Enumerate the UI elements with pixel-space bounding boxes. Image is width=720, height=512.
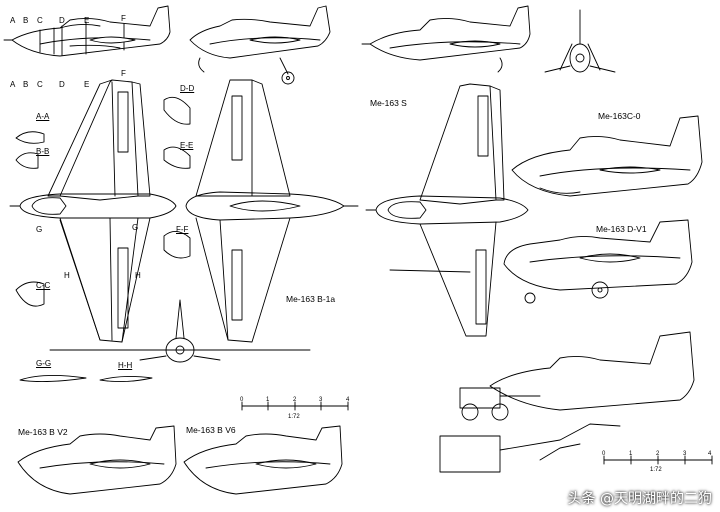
cut-h-left: H: [64, 271, 70, 280]
station-c-row2: C: [37, 80, 43, 89]
scale-left-ratio: 1:72: [288, 414, 300, 420]
station-e-row2: E: [84, 80, 90, 89]
scale-bar-left: [241, 401, 349, 411]
side-view-bv2: [17, 425, 177, 495]
station-b-top: B: [23, 16, 29, 25]
scale-bar-right: [603, 455, 713, 465]
front-view-b1a: [49, 299, 311, 363]
scale-left-tick-2: 2: [293, 397, 297, 403]
cut-g-right: G: [132, 223, 139, 232]
scale-right-ratio: 1:72: [650, 467, 662, 473]
watermark: 头条 @天明湖畔的二狗: [567, 491, 712, 507]
section-ff-label: F-F: [176, 225, 189, 234]
station-a-row2: A: [10, 80, 16, 89]
side-view-dolly: [189, 5, 331, 85]
plan-view-s: [365, 83, 529, 337]
cut-g-left: G: [36, 225, 43, 234]
scale-left-tick-3: 3: [319, 397, 323, 403]
side-view-dv1: [503, 219, 693, 304]
side-view-s: [361, 5, 531, 73]
front-view: [544, 9, 616, 73]
plan-view-right: [185, 79, 359, 343]
station-c-top: C: [37, 16, 43, 25]
section-cc-label: C-C: [36, 281, 51, 290]
station-a-top: A: [10, 16, 16, 25]
section-bb-label: B-B: [36, 147, 50, 156]
scale-right-tick-2: 2: [656, 451, 660, 457]
scale-left-tick-0: 0: [240, 397, 244, 403]
plan-view-left: [9, 79, 177, 343]
station-f-row2: F: [121, 69, 126, 78]
section-gg-label: G-G: [36, 359, 52, 368]
airfoil-sections: [15, 96, 191, 383]
section-dd-label: D-D: [180, 84, 195, 93]
variant-c0-label: Me-163C-0: [598, 111, 641, 121]
section-hh-label: H-H: [118, 361, 133, 370]
scale-left-tick-1: 1: [266, 397, 270, 403]
variant-dv1-label: Me-163 D-V1: [596, 224, 647, 234]
scale-right-tick-0: 0: [602, 451, 606, 457]
station-d-top: D: [59, 16, 65, 25]
side-view-c0: [511, 115, 703, 197]
section-ee-label: E-E: [180, 141, 194, 150]
cut-h-right: H: [135, 271, 141, 280]
scale-right-tick-3: 3: [683, 451, 687, 457]
variant-bv2-label: Me-163 B V2: [18, 427, 68, 437]
scale-right-tick-1: 1: [629, 451, 633, 457]
variant-s-label: Me-163 S: [370, 98, 407, 108]
variant-bv6-label: Me-163 B V6: [186, 425, 236, 435]
section-aa-label: A-A: [36, 112, 50, 121]
side-view-bv6: [183, 425, 343, 495]
variant-b1a-label: Me-163 B-1a: [286, 294, 336, 304]
station-d-row2: D: [59, 80, 65, 89]
station-f-top: F: [121, 14, 126, 23]
tractor-scene: [439, 331, 695, 473]
station-b-row2: B: [23, 80, 29, 89]
side-view-b1a: [3, 5, 171, 57]
scale-left-tick-4: 4: [346, 397, 350, 403]
scale-right-tick-4: 4: [708, 451, 712, 457]
station-e-top: E: [84, 16, 90, 25]
